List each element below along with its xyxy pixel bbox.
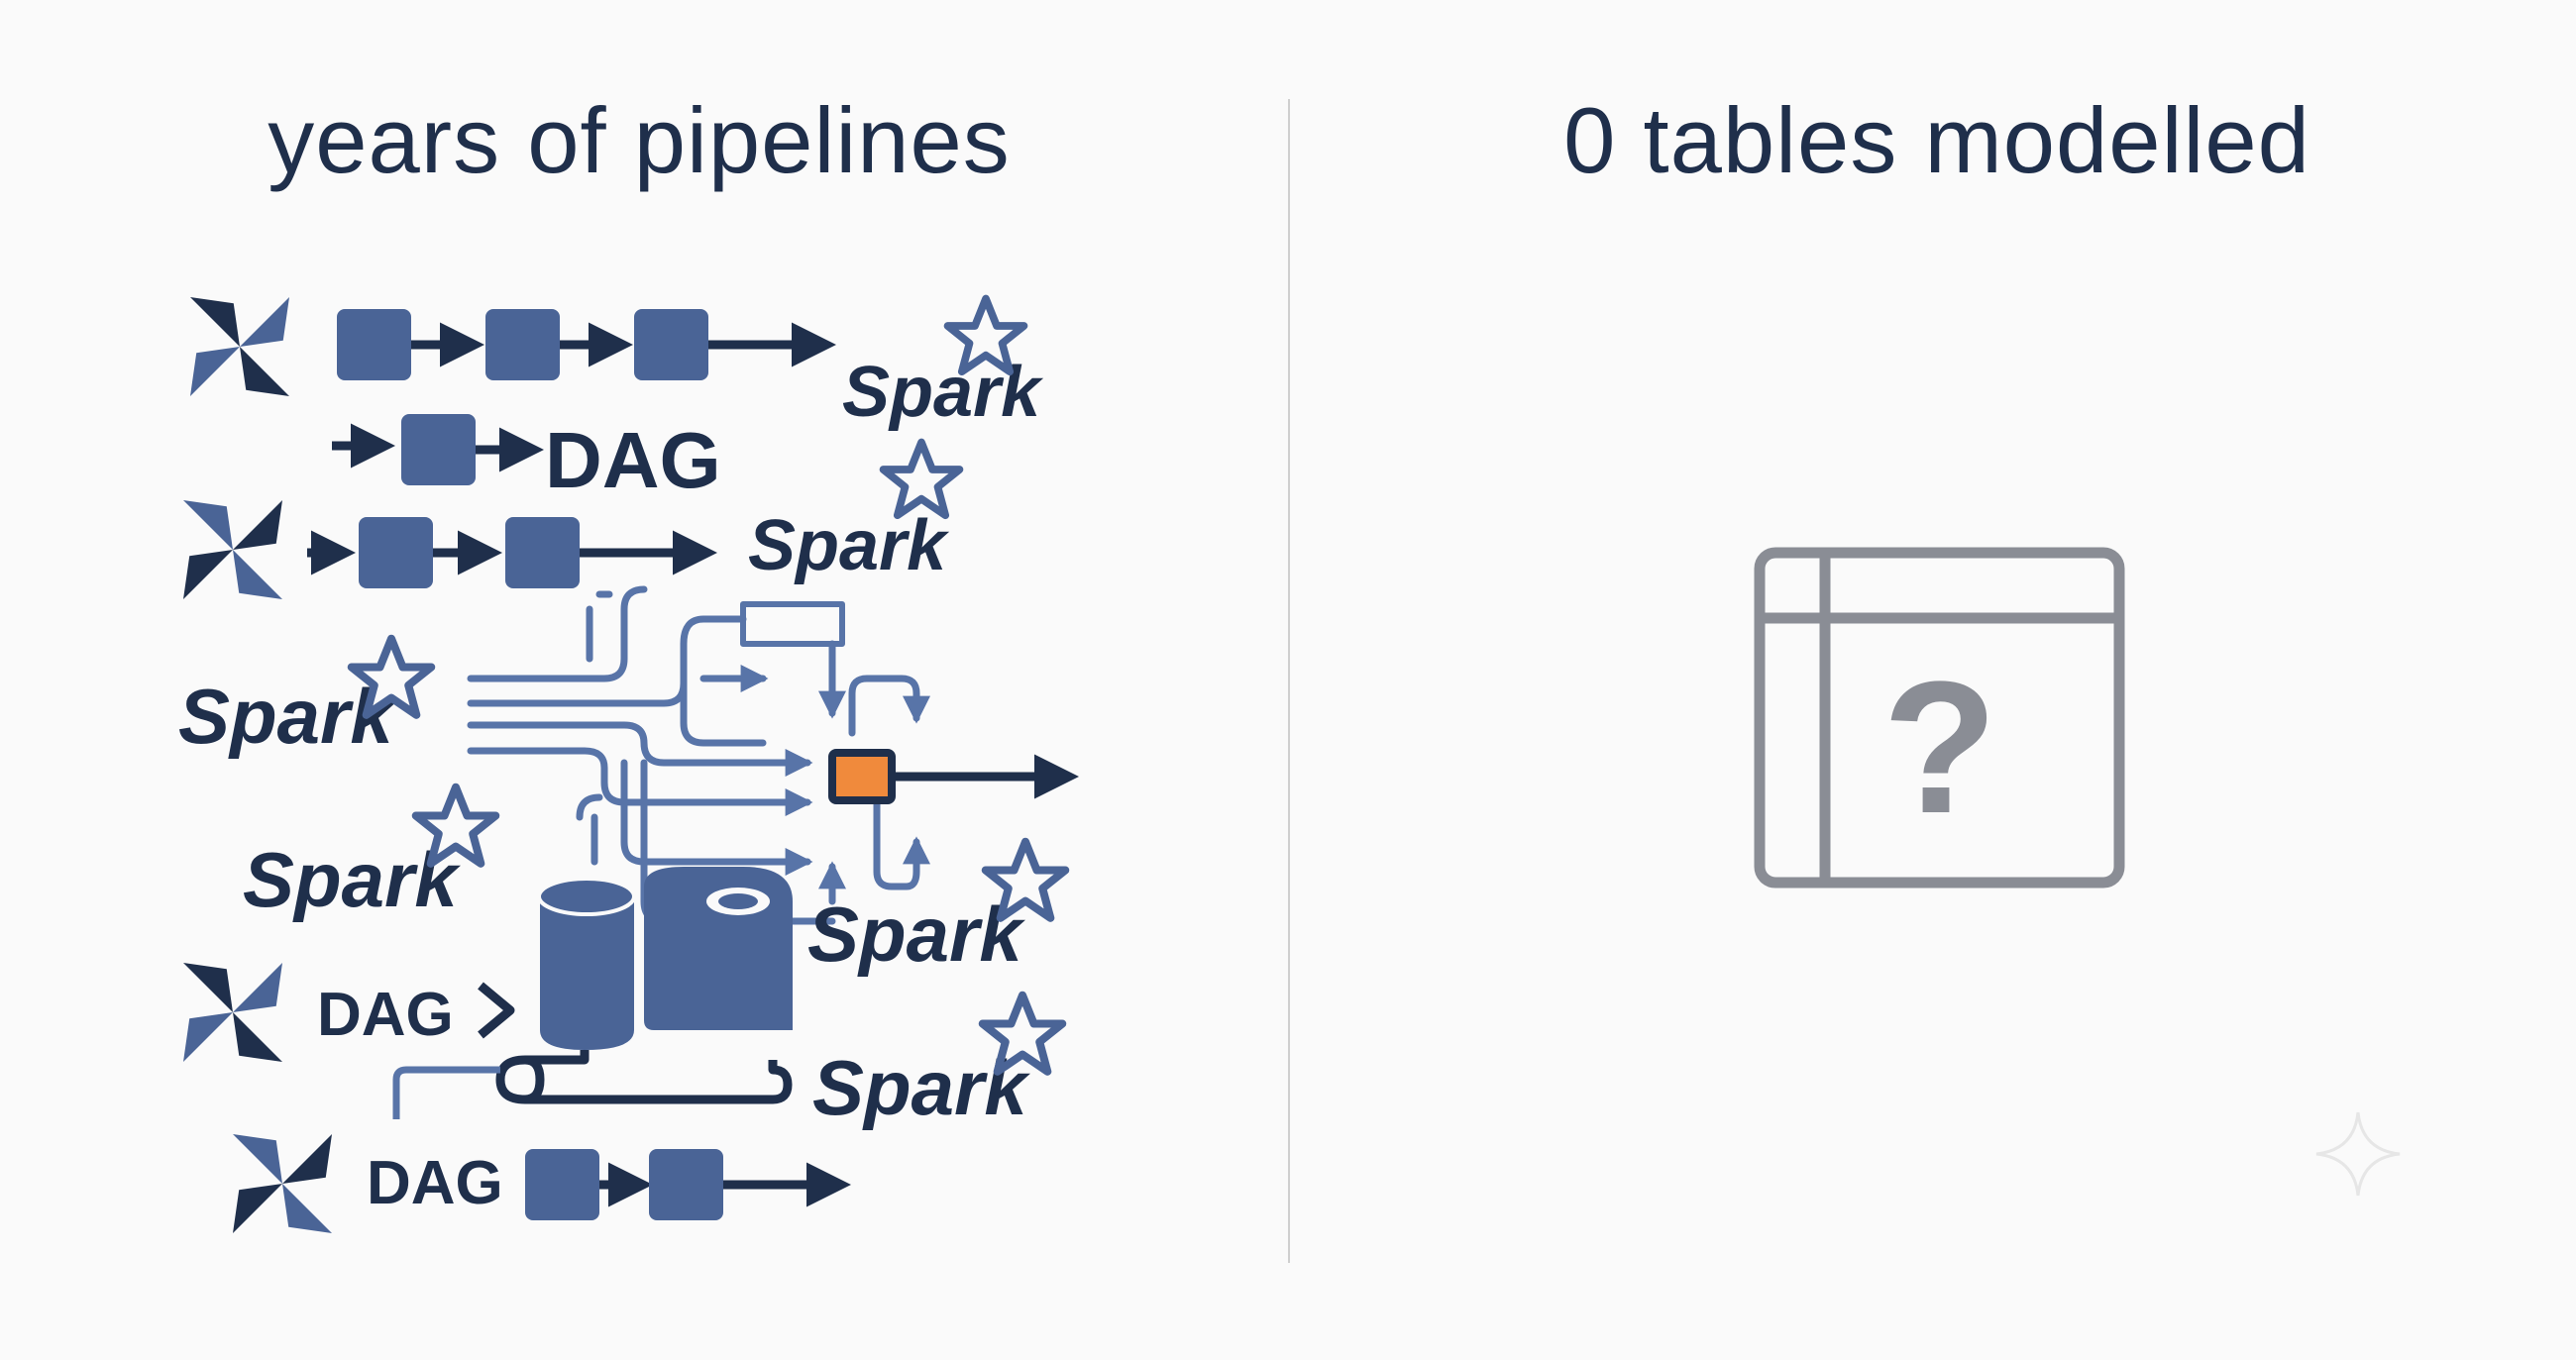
spark-star-icon bbox=[978, 991, 1067, 1076]
pinwheel-icon bbox=[190, 297, 289, 396]
spark-logo-text: Spark bbox=[812, 1044, 1030, 1131]
pipeline-row-bottom bbox=[525, 1149, 851, 1220]
spark-star-icon bbox=[981, 837, 1070, 922]
dag-label: DAG bbox=[367, 1149, 503, 1217]
spark-logo-text: Spark bbox=[748, 506, 950, 585]
chevron-right-icon bbox=[478, 982, 515, 1039]
empty-table-icon: ? bbox=[1754, 547, 2125, 889]
spark-logo-text: Spark bbox=[243, 836, 461, 923]
panel-divider bbox=[1288, 99, 1290, 1263]
spark-logo-text: Spark bbox=[178, 673, 396, 760]
spark-logo-text: Spark bbox=[807, 890, 1025, 978]
spark-star-icon bbox=[347, 634, 436, 719]
scroll-icon bbox=[392, 1050, 793, 1119]
dag-label: DAG bbox=[317, 981, 454, 1049]
spark-star-icon bbox=[879, 438, 964, 520]
pipelines-collage: Spark DAG Spark bbox=[178, 294, 1079, 1233]
highlighted-node bbox=[828, 749, 896, 804]
dag-label: DAG bbox=[545, 416, 721, 504]
question-mark-icon: ? bbox=[1882, 643, 1997, 853]
database-cylinder-icon bbox=[537, 867, 793, 1050]
pinwheel-icon bbox=[183, 500, 282, 599]
pipeline-row-3 bbox=[307, 517, 717, 588]
right-panel-title: 0 tables modelled bbox=[1563, 88, 2310, 192]
pipeline-row-2 bbox=[332, 414, 544, 485]
spark-logo-text: Spark bbox=[842, 353, 1044, 432]
left-panel-title: years of pipelines bbox=[268, 88, 1011, 192]
pinwheel-icon bbox=[183, 963, 282, 1062]
spark-star-icon bbox=[411, 783, 500, 868]
pinwheel-icon bbox=[233, 1134, 332, 1233]
sparkle-icon bbox=[2315, 1111, 2401, 1197]
spark-star-icon bbox=[943, 294, 1028, 376]
pipeline-row-1 bbox=[337, 309, 836, 380]
